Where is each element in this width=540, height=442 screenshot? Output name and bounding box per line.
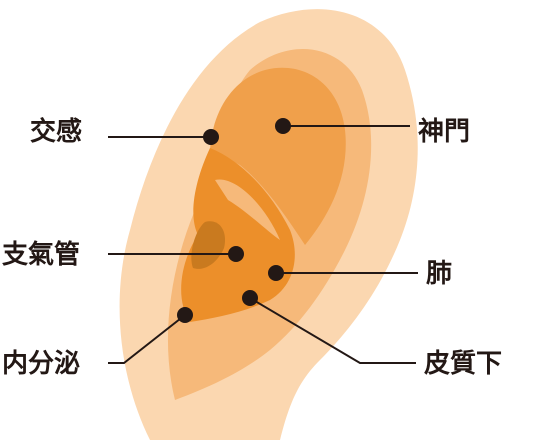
leader-line-neifenmi <box>108 314 186 364</box>
label-jiaogan: 交感 <box>30 117 83 147</box>
ear-canal <box>191 221 226 269</box>
ear-tragus <box>215 179 280 240</box>
acupoint-fei-dot <box>268 265 284 281</box>
label-neifenmi: 内分泌 <box>2 349 81 379</box>
acupoint-shenmen-dot <box>275 118 291 134</box>
label-pizhixia: 皮質下 <box>424 349 503 379</box>
ear-concha <box>181 148 295 322</box>
label-zhiqiguan: 支氣管 <box>2 240 81 270</box>
label-fei: 肺 <box>426 259 453 289</box>
acupoint-pizhixia-dot <box>242 290 258 306</box>
ear-fossa <box>210 67 346 245</box>
acupoint-zhiqiguan-dot <box>228 246 244 262</box>
acupoint-neifenmi-dot <box>177 307 193 323</box>
acupoint-jiaogan-dot <box>203 129 219 145</box>
label-shenmen: 神門 <box>418 117 471 147</box>
leader-line-pizhixia <box>249 297 416 364</box>
